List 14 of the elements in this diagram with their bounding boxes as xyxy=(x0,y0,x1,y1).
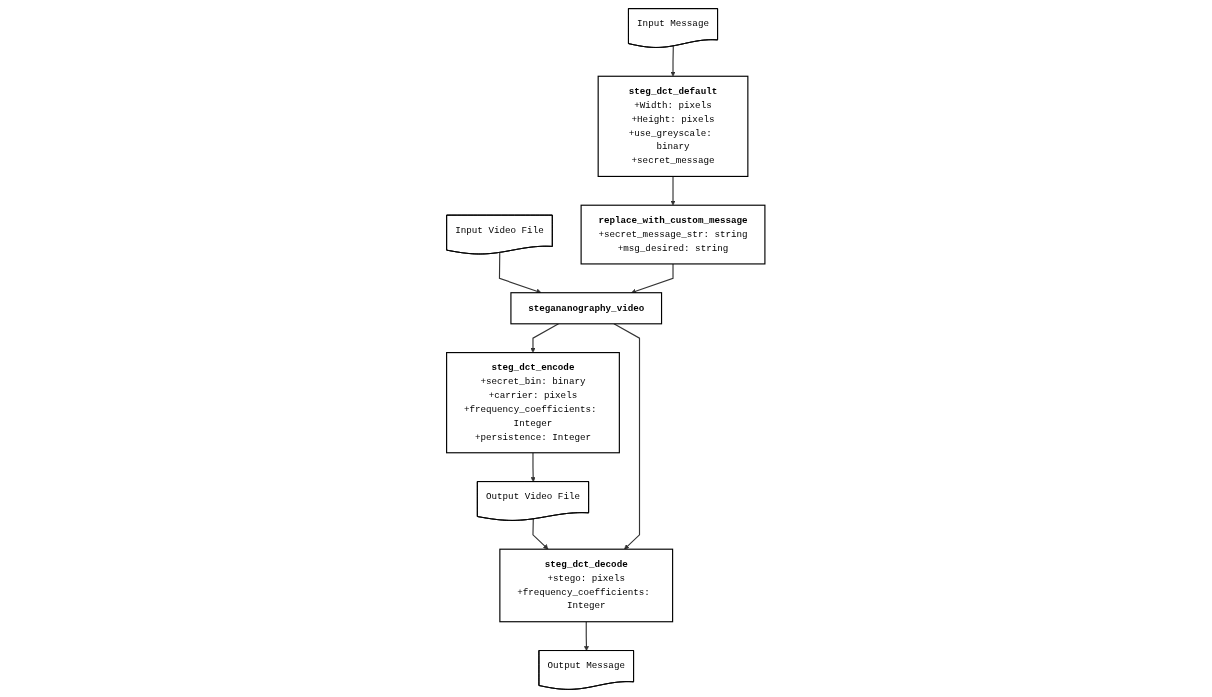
arrow xyxy=(584,620,590,651)
arrow xyxy=(670,175,676,205)
arrow xyxy=(530,322,560,353)
arrow xyxy=(530,451,536,482)
node-box: steg_dct_encode +secret_bin: binary +carrier: pixels +frequency_coefficients: Integer +persistence: Integer xyxy=(446,351,621,453)
arrow xyxy=(499,251,542,294)
arrow xyxy=(532,518,549,549)
node-box: stegananography_video xyxy=(510,291,663,324)
node-box: steg_dct_decode +stego: pixels +frequency_coefficients: Integer xyxy=(499,548,674,622)
arrow xyxy=(631,262,674,294)
arrow xyxy=(613,322,641,549)
node-box: replace_with_custom_message +secret_message_str: string +msg_desired: string xyxy=(580,204,766,264)
arrow xyxy=(670,45,676,76)
node-box: steg_dct_default +Width: pixels +Height: pixels +use_greyscale: binary +secret_message xyxy=(597,75,749,177)
